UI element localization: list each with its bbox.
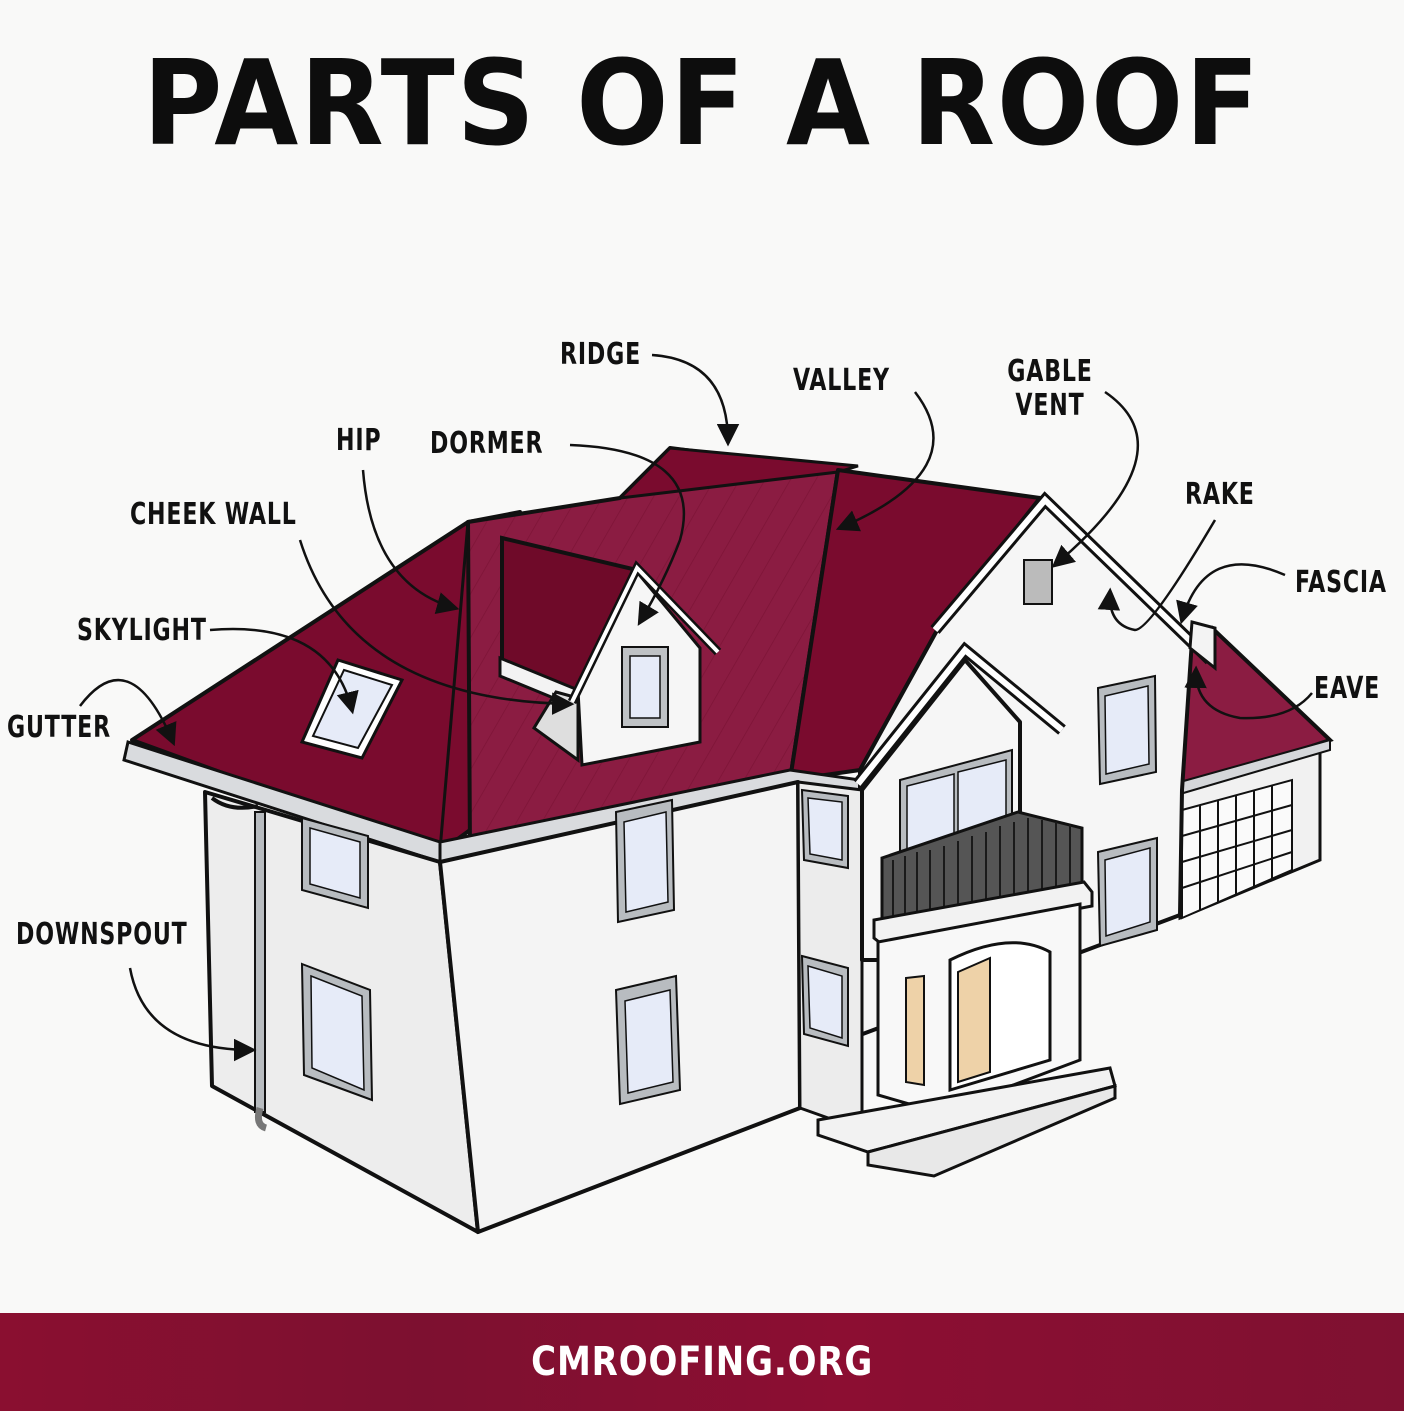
label-gable-vent-line2: VENT: [1015, 388, 1085, 423]
ridge-arrow: [651, 353, 740, 447]
label-hip: HIP: [336, 423, 382, 458]
center-wall: [438, 780, 802, 1234]
front-gable: [796, 491, 1215, 1178]
garage: [1177, 625, 1334, 921]
eave-arrow: [1184, 665, 1313, 720]
gable-vent-arrow: [1051, 390, 1140, 568]
downspout: [210, 796, 268, 1132]
rake-arrow: [1097, 519, 1217, 632]
fascia-arrow: [1176, 563, 1286, 625]
footer-banner: CMROOFING.ORG: [0, 1313, 1404, 1411]
label-gable-vent-line1: GABLE: [1007, 354, 1093, 389]
garage-door: [1181, 778, 1293, 920]
label-valley: VALLEY: [793, 363, 890, 398]
dormer-arrow: [569, 443, 686, 626]
label-fascia: FASCIA: [1295, 565, 1387, 600]
front-door: [957, 956, 991, 1084]
footer-website-link[interactable]: CMROOFING.ORG: [531, 1339, 873, 1385]
label-ridge: RIDGE: [560, 337, 642, 372]
label-rake: RAKE: [1185, 477, 1255, 512]
leader-arrows: [79, 353, 1313, 1062]
label-gable-vent: GABLE VENT: [1001, 355, 1099, 423]
label-dormer: DORMER: [430, 426, 544, 461]
skylight-arrow: [209, 627, 359, 715]
valley-arrow: [835, 391, 935, 532]
downspout-arrow: [128, 967, 257, 1062]
page-title: PARTS OF A ROOF: [142, 34, 1262, 172]
hip-arrow: [361, 469, 460, 615]
label-cheek-wall: CHEEK WALL: [130, 497, 297, 532]
gable-vent: [1023, 559, 1053, 605]
label-gutter: GUTTER: [7, 710, 111, 745]
label-eave: EAVE: [1314, 671, 1381, 706]
gutter-arrow: [79, 678, 177, 747]
label-downspout: DOWNSPOUT: [16, 917, 188, 952]
cheek-wall-arrow: [298, 539, 575, 715]
label-skylight: SKYLIGHT: [77, 613, 207, 648]
